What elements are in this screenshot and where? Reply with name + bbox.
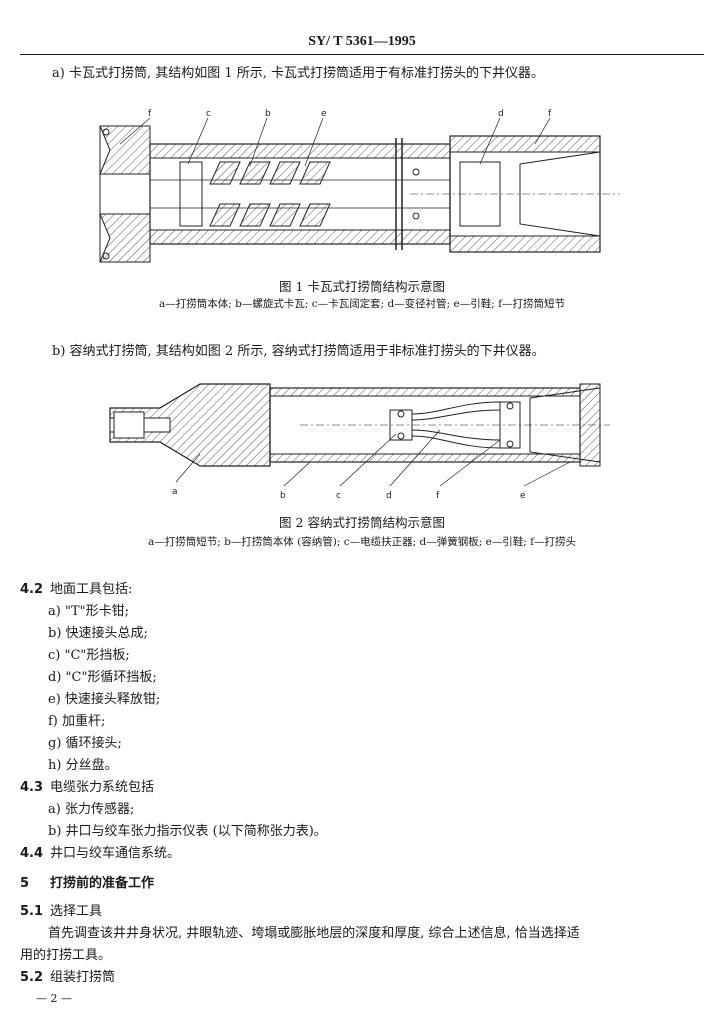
list-item: c) "C"形挡板; [48,648,130,663]
page-number: — 2 — [36,992,72,1005]
section-4-2-title: 地面工具包括: [50,582,133,597]
fig1-label-2: c [206,109,211,119]
fig2-label-6: e [520,491,526,501]
section-5-1-title: 选择工具 [50,904,103,919]
figure-1-legend: a—打捞筒本体; b—螺旋式卡瓦; c—卡瓦阔定套; d—变径衬管; e—引鞋;… [158,298,566,310]
fig1-left-guide [99,125,151,175]
section-4-4-title: 井口与绞车通信系统。 [50,846,181,861]
header-rule [20,54,704,55]
list-item: e) 快速接头释放钳; [48,692,161,707]
figure-2-caption: 图 2 容纳式打捞筒结构示意图 [279,515,445,530]
fig2-label-1: a [172,487,178,497]
section-5-1-body-line-2: 用的打捞工具。 [20,948,112,963]
list-item: h) 分丝盘。 [48,758,118,773]
list-item: b) 井口与绞车张力指示仪表 (以下简称张力表)。 [48,824,327,839]
section-4-4-number: 4.4 [20,846,44,861]
fig1-body [149,143,451,245]
figure-1-diagram: f c b e d f [99,109,620,263]
section-4-2-heading: 4.2 地面工具包括: [20,578,132,597]
figure-2-legend: a—打捞筒短节; b—打捞筒本体 (容纳管); c—电缆扶正器; d—弹簧钢板;… [147,536,577,548]
list-item: a) 张力传感器; [48,802,135,817]
fig1-label-6: f [548,109,552,119]
section-4-3-heading: 4.3 电缆张力系统包括 [20,776,154,795]
list-item: f) 加重杆; [48,714,106,729]
fig2-label-2: b [280,491,286,501]
section-4-3-title: 电缆张力系统包括 [50,780,155,795]
fig2-left-sub [109,383,271,467]
section-5-2-number: 5.2 [20,970,44,985]
fig2-label-5: f [436,491,440,501]
section-5-heading: 5 打捞前的准备工作 [20,872,154,891]
section-5-2-heading: 5.2 组装打捞筒 [20,966,115,985]
fig2-spring-plate [411,401,501,421]
list-item: d) "C"形循环挡板; [48,670,157,685]
fig2-label-4: d [386,491,392,501]
figure-1-caption: 图 1 卡瓦式打捞筒结构示意图 [279,279,445,294]
intro-b-text: b) 容纳式打捞筒, 其结构如图 2 所示, 容纳式打捞筒适用于非标准打捞头的下… [52,344,545,359]
section-5-1-heading: 5.1 选择工具 [20,900,102,919]
figure-2-diagram: a b c d f e [109,383,610,501]
section-4-4-heading: 4.4 井口与绞车通信系统。 [20,842,180,861]
section-4-3-number: 4.3 [20,780,44,795]
fig1-label-1: f [148,109,152,119]
section-5-2-title: 组装打捞筒 [50,970,116,985]
fig1-spiral-slips [209,161,331,227]
fig1-label-5: d [498,109,504,119]
section-5-title: 打捞前的准备工作 [50,876,155,891]
intro-a-text: a) 卡瓦式打捞筒, 其结构如图 1 所示, 卡瓦式打捞筒适用于有标准打捞头的下… [52,66,545,81]
section-4-2-number: 4.2 [20,582,44,597]
section-5-1-body-line-1: 首先调查该井井身状况, 井眼轨迹、垮塌或膨胀地层的深度和厚度, 综合上述信息, … [48,926,580,941]
fig1-left-guide-lower [99,213,151,263]
list-item: a) "T"形卡钳; [48,604,129,619]
section-5-1-number: 5.1 [20,904,44,919]
fig1-label-3: b [265,109,271,119]
page-header: SY/ T 5361—1995 [308,34,416,49]
list-item: b) 快速接头总成; [48,626,148,641]
fig2-label-3: c [336,491,341,501]
fig1-label-4: e [321,109,327,119]
list-item: g) 循环接头; [48,736,122,751]
section-5-number: 5 [20,876,30,891]
